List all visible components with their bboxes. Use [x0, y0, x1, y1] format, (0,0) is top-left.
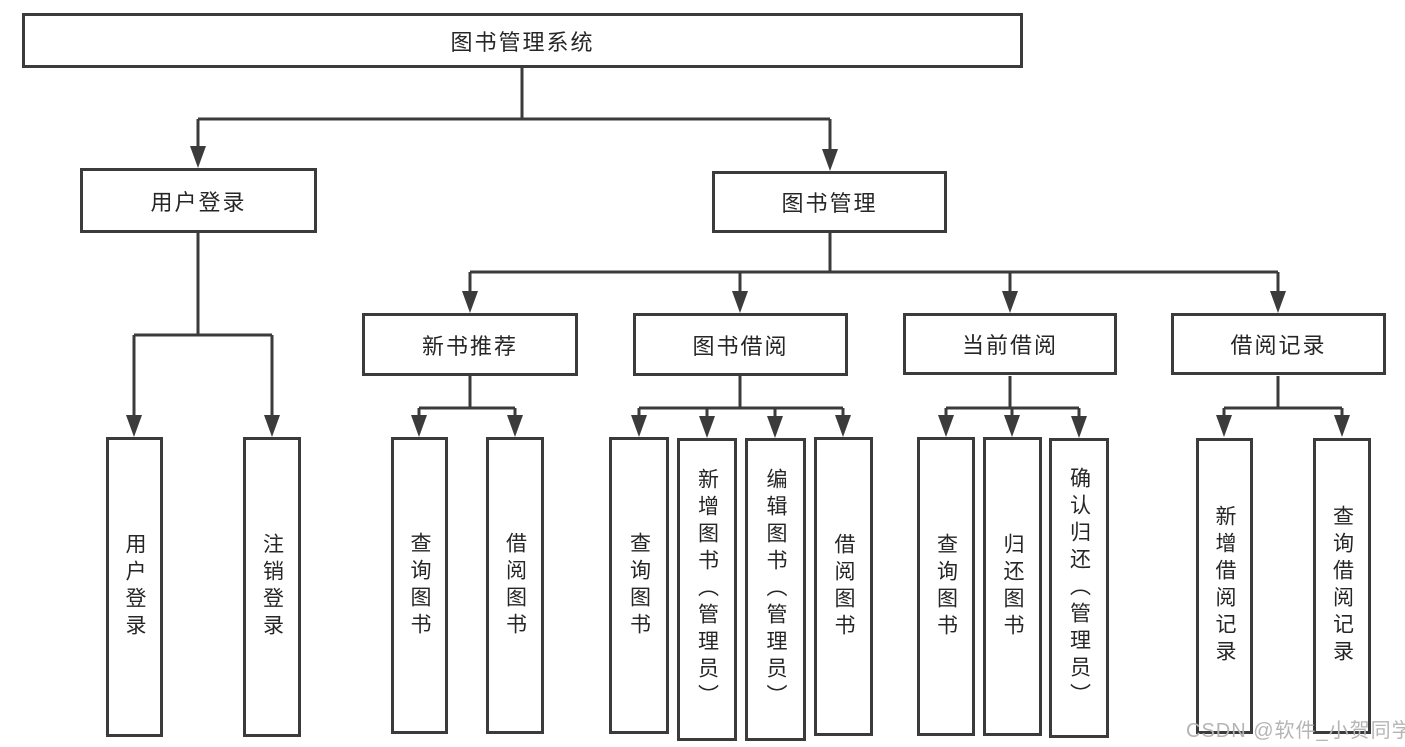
- node-root-library-system: 图书管理系统: [22, 13, 1023, 68]
- node-book-borrow: 图书借阅: [633, 313, 848, 376]
- node-new-book-recommend: 新书推荐: [362, 313, 578, 376]
- leaf-add-borrow-record: 新增借阅记录: [1196, 438, 1253, 734]
- node-current-borrow: 当前借阅: [903, 313, 1117, 375]
- csdn-watermark: CSDN @软件_小贺同学: [1186, 720, 1405, 742]
- leaf-user-login: 用户登录: [106, 437, 163, 737]
- leaf-borrow-book-2: 借阅图书: [814, 437, 873, 736]
- leaf-borrow-book-1: 借阅图书: [486, 437, 544, 734]
- leaf-query-book-3: 查询图书: [917, 437, 975, 736]
- leaf-query-borrow-record: 查询借阅记录: [1313, 438, 1371, 734]
- leaf-return-book: 归还图书: [983, 437, 1042, 736]
- leaf-add-book-admin: 新增图书（管理员）: [677, 438, 737, 741]
- leaf-confirm-return-admin: 确认归还（管理员）: [1049, 438, 1109, 738]
- leaf-query-book-1: 查询图书: [391, 437, 448, 734]
- node-book-management-branch: 图书管理: [712, 171, 947, 233]
- leaf-logout: 注销登录: [243, 437, 301, 737]
- node-borrow-record: 借阅记录: [1171, 313, 1386, 375]
- leaf-query-book-2: 查询图书: [609, 437, 669, 734]
- node-user-login-branch: 用户登录: [80, 168, 317, 233]
- leaf-edit-book-admin: 编辑图书（管理员）: [745, 438, 806, 741]
